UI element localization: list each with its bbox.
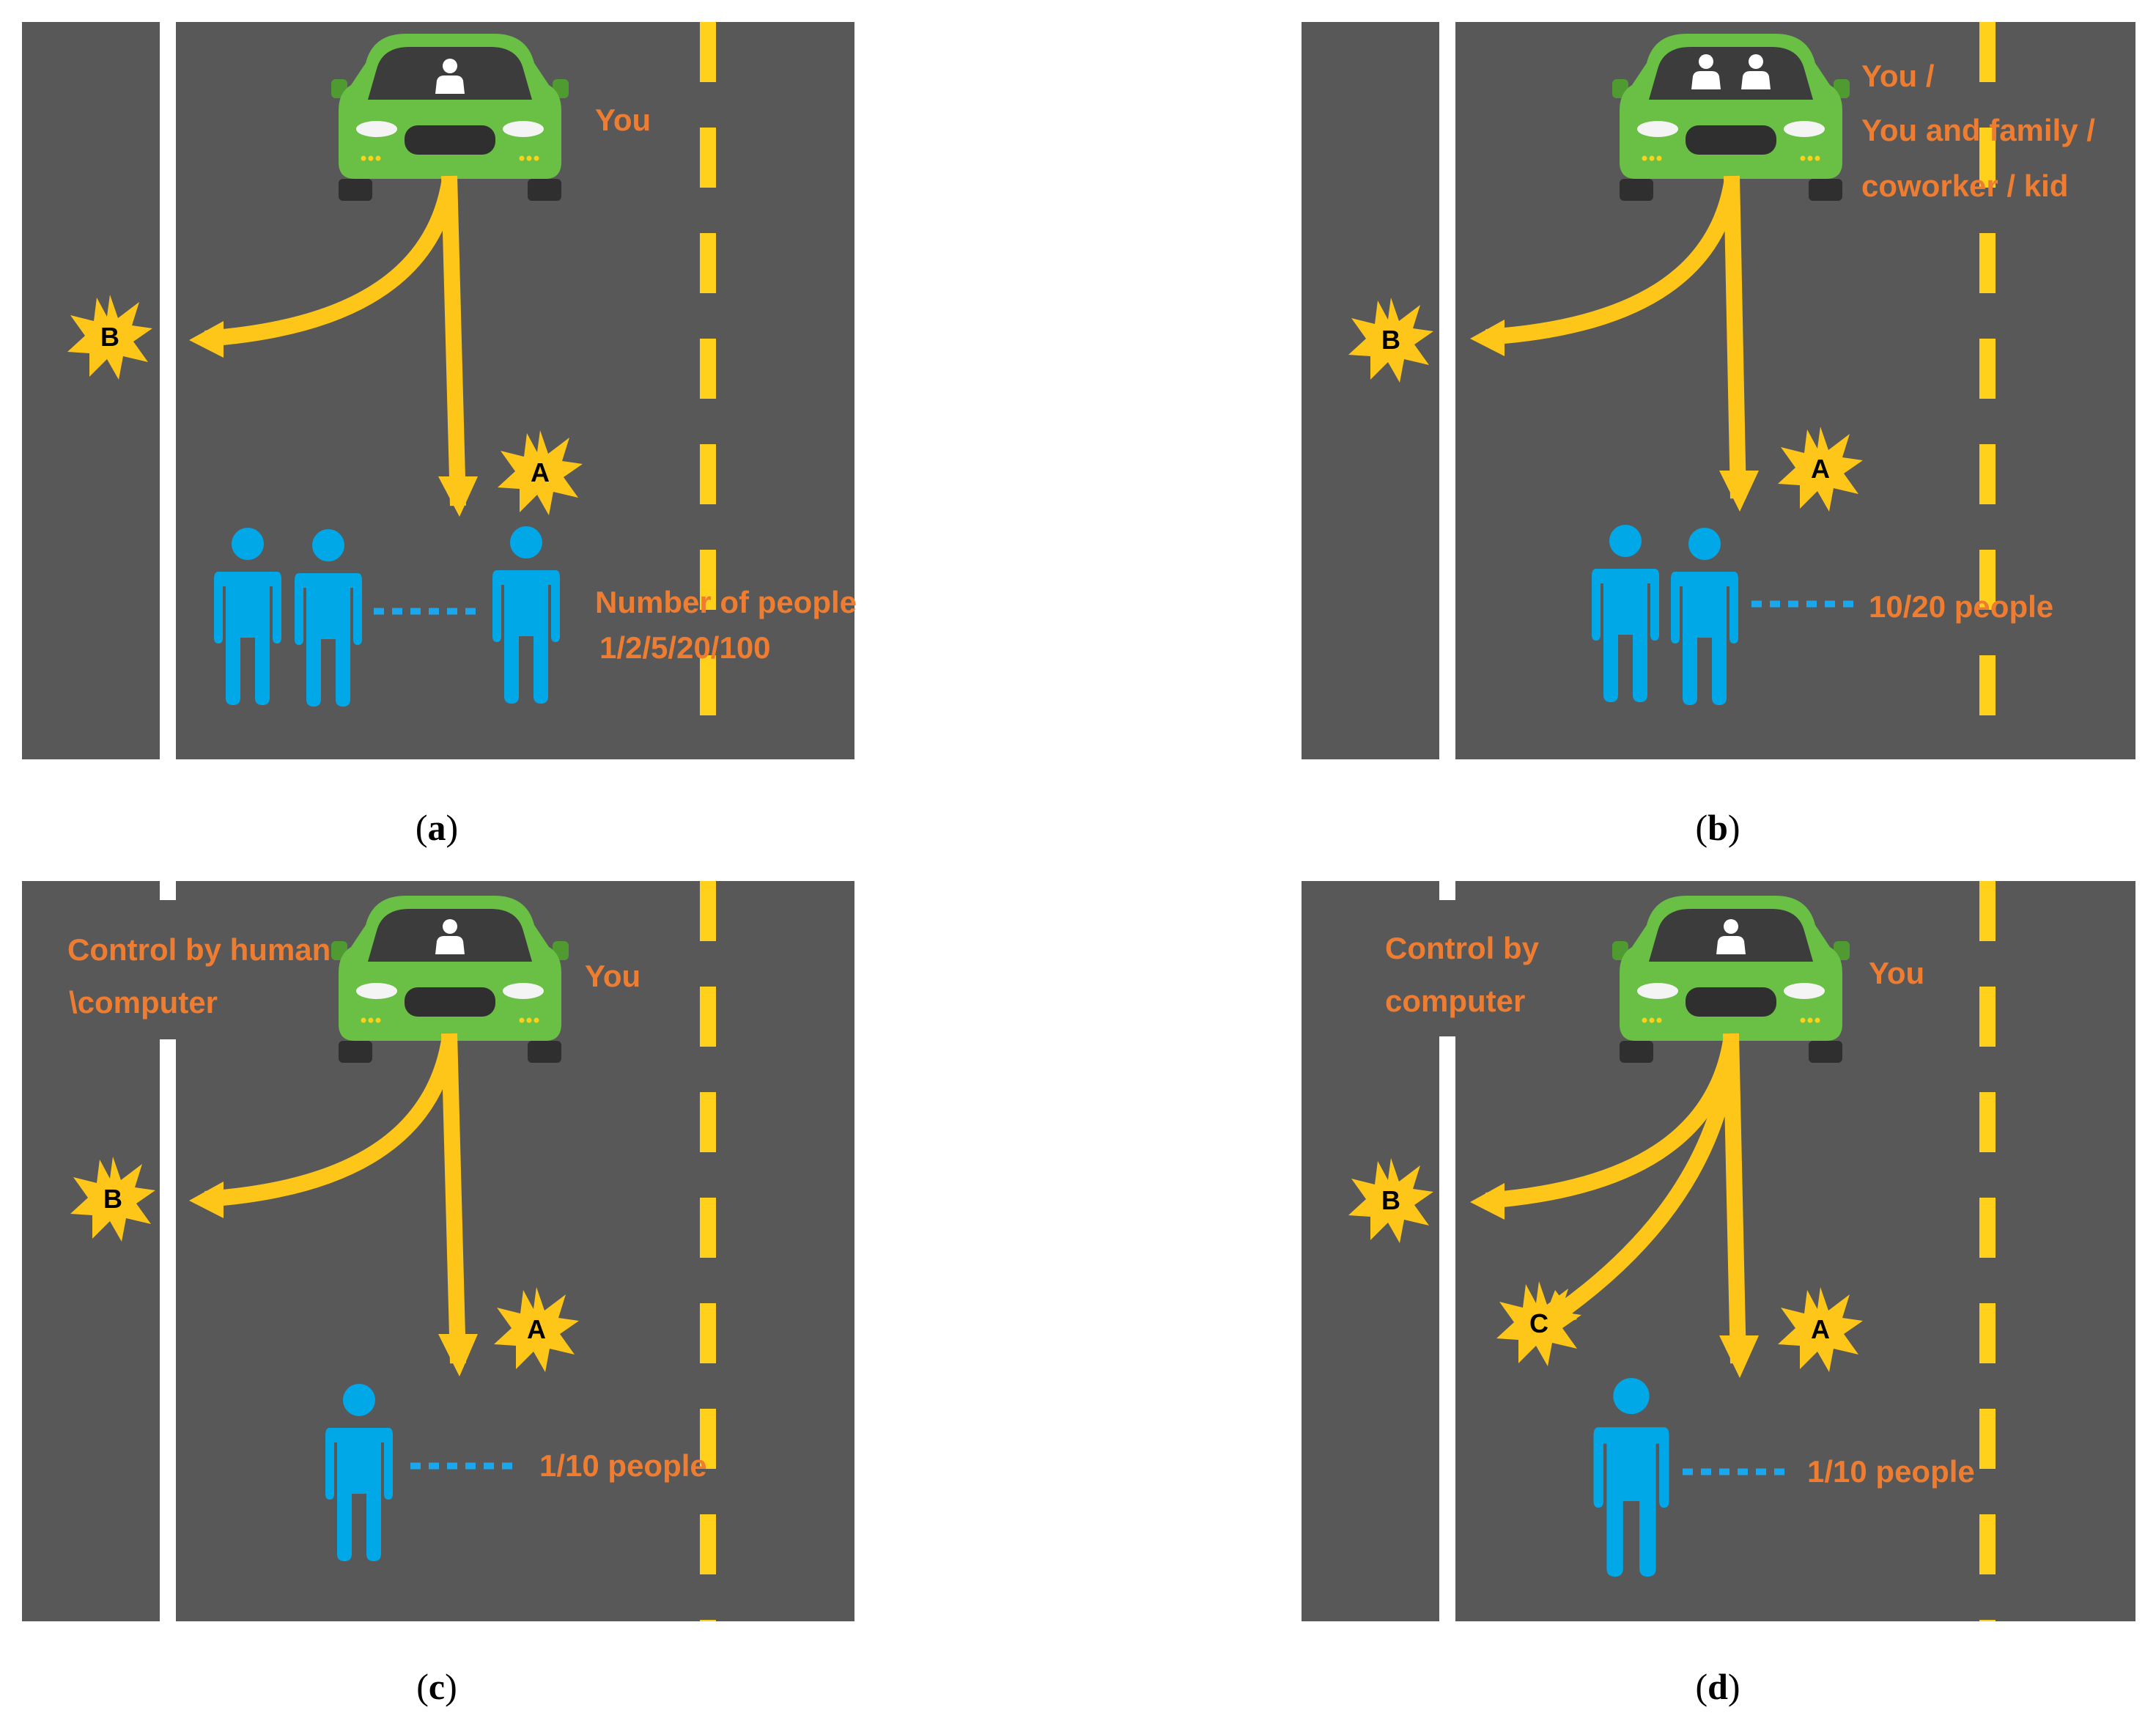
arrow-icon <box>189 175 478 517</box>
label-you: You <box>595 103 651 137</box>
caption-c: (c) <box>416 1666 457 1707</box>
label-you: You / <box>1861 59 1935 93</box>
lane-line <box>160 1039 176 1621</box>
people-group <box>214 526 560 707</box>
star-label: A <box>531 457 550 487</box>
lane-line <box>160 881 176 900</box>
lane-line <box>160 22 176 759</box>
star-label: C <box>1529 1308 1548 1338</box>
explosion-star-icon: B <box>1348 298 1433 383</box>
label-coworker-kid: coworker / kid <box>1861 169 2068 203</box>
panel-c: A B Control by human \computer You 1/10 … <box>22 881 854 1621</box>
people-group <box>1592 525 1861 705</box>
panel-a: A B You Number of people 1/2/5/20/100 <box>22 22 857 759</box>
star-label: B <box>1381 325 1400 355</box>
label-computer: computer <box>1385 984 1525 1018</box>
panel-b: A B You / You and family / coworker / ki… <box>1302 22 2135 759</box>
lane-line <box>1439 22 1455 759</box>
label-control-by: Control by <box>1385 931 1540 965</box>
label-you: You <box>585 959 640 993</box>
label-people-count: 1/10 people <box>539 1448 707 1483</box>
panel-d: A B C Control by computer You 1/10 peopl… <box>1302 881 2135 1621</box>
lane-line <box>1439 1036 1455 1621</box>
label-computer: \computer <box>69 985 218 1020</box>
people-group <box>325 1384 520 1561</box>
star-label: A <box>1811 1314 1830 1344</box>
label-control: Control by human <box>67 932 331 967</box>
star-label: B <box>100 322 119 352</box>
arrow-icon <box>189 1033 478 1377</box>
label-people-count: 1/10 people <box>1807 1454 1975 1489</box>
explosion-star-icon: B <box>67 295 152 380</box>
explosion-star-icon: B <box>70 1157 155 1242</box>
star-label: B <box>1381 1185 1400 1215</box>
label-number-of-people: Number of people <box>595 585 857 619</box>
caption-b: (b) <box>1695 807 1740 848</box>
explosion-star-icon: A <box>498 430 583 515</box>
star-label: B <box>103 1184 122 1214</box>
star-label: A <box>527 1314 546 1344</box>
star-label: A <box>1811 454 1830 484</box>
explosion-star-icon: C <box>1496 1281 1581 1366</box>
label-you: You <box>1869 956 1924 990</box>
label-people-count: 10/20 people <box>1869 589 2053 624</box>
explosion-star-icon: A <box>494 1287 579 1372</box>
label-counts: 1/2/5/20/100 <box>599 630 771 665</box>
arrow-icon <box>1470 1033 1759 1378</box>
label-you-and-family: You and family / <box>1861 113 2095 147</box>
people-group <box>1593 1378 1793 1577</box>
caption-d: (d) <box>1695 1666 1740 1707</box>
caption-a: (a) <box>416 807 458 848</box>
explosion-star-icon: B <box>1348 1158 1433 1243</box>
arrow-icon <box>1470 175 1759 512</box>
explosion-star-icon: A <box>1778 427 1863 512</box>
lane-line <box>1439 881 1455 900</box>
explosion-star-icon: A <box>1778 1287 1863 1372</box>
